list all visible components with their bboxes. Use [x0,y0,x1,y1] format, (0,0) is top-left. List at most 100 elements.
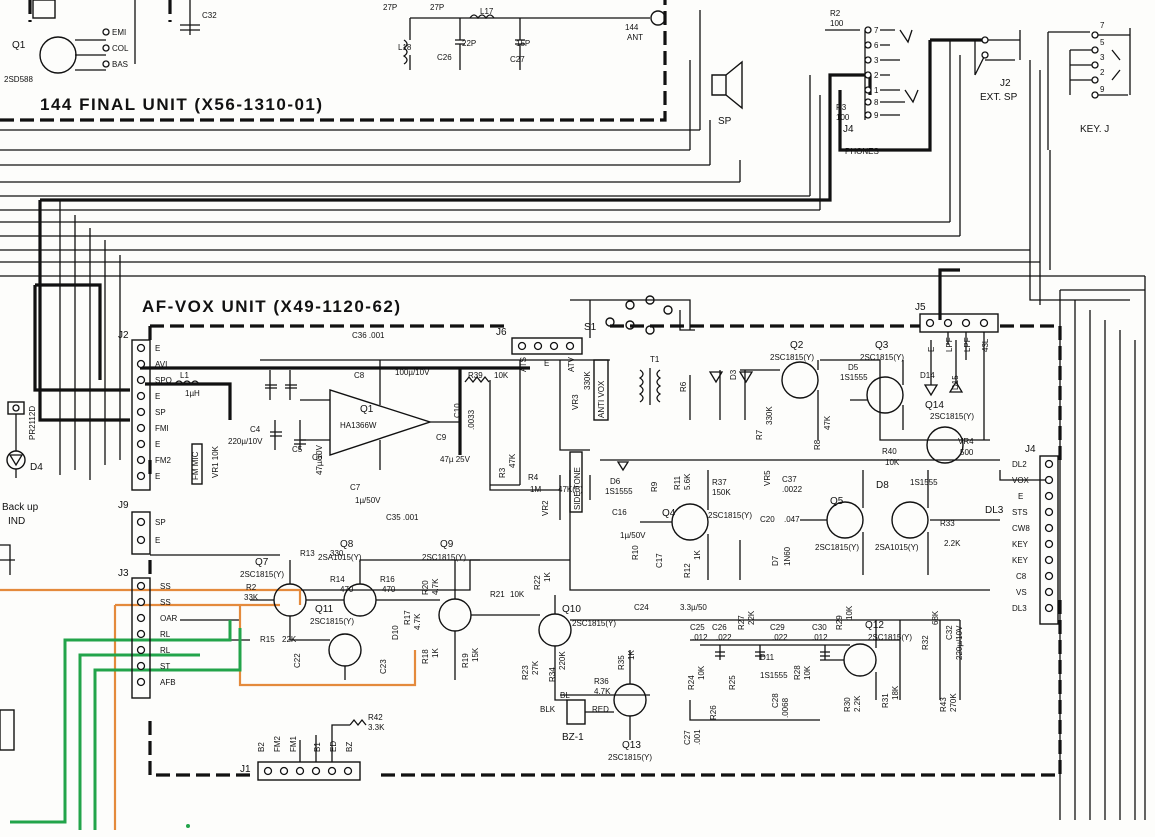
red-label: RED [592,705,609,714]
d14-label: D14 [920,371,935,380]
r32-value: 68K [931,610,940,625]
ant-number: 144 [625,23,639,32]
connector-block [32,0,56,19]
j6-s1-block: J6 ATS E ATV S1 [496,295,695,372]
q11-part: 2SC1815(Y) [310,617,354,626]
c16-label: C16 [612,508,627,517]
transistor-q14 [926,426,964,464]
r6-label: R6 [679,381,688,392]
r4-label: R4 [528,473,539,482]
r25-label: R25 [728,675,737,690]
c29-value: .022 [772,633,788,642]
j3-pin-ss1: SS [160,582,171,591]
phones-label: PHONES [845,147,879,156]
j3-pin-rl2: RL [160,646,171,655]
jack-pin-7: 7 [874,26,879,35]
c28-value: .0068 [781,697,790,718]
c10-value: .0033 [467,409,476,430]
jacks: R2 100 R3 100 7 6 3 2 1 8 9 J4 PHONES J2… [825,9,1131,156]
q1-top-label: Q1 [12,40,26,51]
speaker-icon [711,60,743,110]
j2-pin-fm1: FMI [155,424,169,433]
c4-value: 220µ/10V [228,437,263,446]
r42-label: R42 [368,713,383,722]
c7-value: 1µ/50V [355,496,381,505]
q1-pins: EMI COL BAS [102,28,129,69]
r36-label: R36 [594,677,609,686]
j1-pin-fm2: FM2 [273,735,282,752]
buzzer-bz1 [566,699,586,725]
j2-ext-label: J2 [1000,78,1011,89]
r17-label: R17 [403,610,412,625]
d6-label: D6 [610,477,621,486]
c27-value: .001 [693,729,702,745]
r3-jack-label: R3 [836,103,847,112]
q13-label: Q13 [622,740,641,751]
j4-label: J4 [1025,444,1036,455]
key-pin-2: 2 [1100,68,1105,77]
r12-label: R12 [683,563,692,578]
vr4-label: VR4 [958,437,974,446]
c8-value: 100µ/10V [395,368,430,377]
q3-label: Q3 [875,340,889,351]
r13-label: R13 [300,549,315,558]
r22-value: 1K [543,572,552,582]
j3-pin-afb: AFB [160,678,176,687]
r33-label: R33 [940,519,955,528]
j5-pin-lpf1: LPF [945,337,954,352]
c20-label: C20 [760,515,775,524]
j2-label: J2 [118,330,129,341]
c32-label: C32 [945,625,954,640]
key-jack-label: KEY. J [1080,124,1109,135]
c30-label: C30 [812,623,827,632]
d4-left-part: PR2112D [28,406,37,440]
c26-top-label: C26 [437,53,452,62]
r36-value: 4.7K [594,687,611,696]
j2-pin-avi: AVI [155,360,167,369]
bz1-label: BZ-1 [562,732,584,743]
transistor-q6 [891,501,929,539]
r14-value: 470 [340,585,354,594]
jack-pin-9: 9 [874,111,879,120]
antenna-connector [650,10,666,26]
d5-part: 1S1555 [840,373,868,382]
connector-j4: J4 DL2 VOX E STS CW8 KEY KEY C8 VS DL3 [1012,444,1059,625]
r19-value: 15K [471,647,480,662]
r16-label: R16 [380,575,395,584]
j1-pin-b1: B1 [313,742,322,752]
r2-label: R2 [246,583,257,592]
transistor-q9 [438,598,472,632]
r23-label: R23 [521,665,530,680]
c37-value: .0022 [782,485,803,494]
j3-label: J3 [118,568,129,579]
r3-label: R3 [498,467,507,478]
r30-label: R30 [843,697,852,712]
d7-label: D7 [771,555,780,566]
transistor-q4 [671,503,709,541]
l1-label: L1 [180,371,189,380]
r21-value: 10K [510,590,525,599]
cap-27p-2: 27P [430,3,444,12]
transistor-q13 [613,683,647,717]
j9-pin-e: E [155,536,160,545]
j2-pin-e3: E [155,440,160,449]
d10-label: D10 [391,625,400,640]
vox-detector-section: T1 Q2 2SC1815(Y) Q3 2SC1815(Y) D3 D5 1S1… [638,340,974,467]
final-unit: Q1 2SD588 EMI COL BAS C32 27P 27P L17 L1… [4,0,743,127]
amp-ic-q1 [329,389,433,456]
j3-pin-oar: OAR [160,614,178,623]
c24-value: 3.3µ/50 [680,603,707,612]
c28-label: C28 [771,693,780,708]
r2-value: 33K [244,593,259,602]
r19-label: R19 [461,653,470,668]
transistor-q2 [781,361,819,399]
pin-bas: BAS [112,60,128,69]
keying-section: D6 1S1555 R9 R11 5.6K R37 150K VR5 C37 .… [605,461,1004,580]
t1-label: T1 [650,355,660,364]
transistor-q1-top [39,36,77,74]
j5-pin-43l: 43L [981,338,990,352]
q9-part: 2SC1815(Y) [422,553,466,562]
j4-pin-c8: C8 [1016,572,1027,581]
j4-pin-e: E [1018,492,1023,501]
